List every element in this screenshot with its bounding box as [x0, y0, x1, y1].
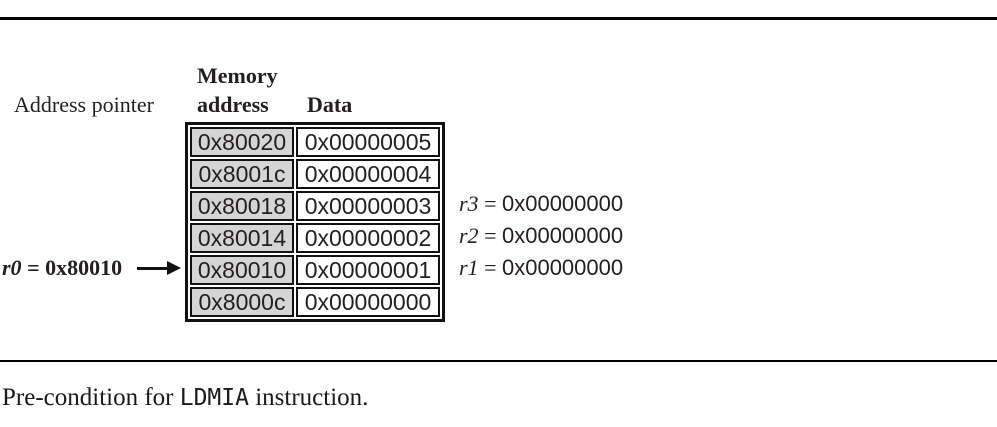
memory-address-cell: 0x8001c [190, 159, 294, 189]
memory-table: 0x80020 0x00000005 0x8001c 0x00000004 0x… [185, 122, 445, 322]
memory-address-cell: 0x80014 [190, 223, 294, 253]
register-readout: r3 = 0x00000000 [459, 190, 623, 218]
memory-header-line2: address [197, 92, 269, 117]
register-value: 0x00000000 [501, 255, 624, 280]
memory-data-cell: 0x00000003 [296, 191, 440, 221]
register-name: r3 [459, 191, 479, 216]
table-row: 0x80014 0x00000002 [190, 223, 440, 253]
equals-sign: = [478, 255, 502, 280]
register-value: 0x00000000 [501, 191, 624, 216]
table-row: 0x8000c 0x00000000 [190, 287, 440, 317]
caption-suffix: instruction. [248, 384, 369, 411]
equals-sign: = [478, 223, 502, 248]
register-value: 0x00000000 [501, 223, 624, 248]
table-row: 0x8001c 0x00000004 [190, 159, 440, 189]
table-row: 0x80018 0x00000003 [190, 191, 440, 221]
top-rule [0, 17, 997, 20]
r0-pointer-label: r0 = 0x80010 [2, 254, 122, 282]
caption-prefix: Pre-condition for [2, 384, 180, 411]
arrow-head [167, 261, 181, 275]
memory-data-cell: 0x00000004 [296, 159, 440, 189]
memory-address-cell: 0x80010 [190, 255, 294, 285]
register-name: r0 [2, 255, 22, 280]
register-name: r1 [459, 255, 479, 280]
memory-address-cell: 0x80018 [190, 191, 294, 221]
arrow-right-icon [137, 261, 181, 275]
bottom-rule [0, 360, 997, 362]
table-row: 0x80020 0x00000005 [190, 127, 440, 157]
register-name: r2 [459, 223, 479, 248]
address-pointer-label: Address pointer [14, 92, 154, 117]
equals-sign: = [478, 191, 502, 216]
memory-data-cell: 0x00000000 [296, 287, 440, 317]
ldmia-code: LDMIA [179, 385, 249, 411]
arrow-shaft [137, 267, 169, 270]
register-readout: r1 = 0x00000000 [459, 254, 623, 282]
register-readout: r2 = 0x00000000 [459, 222, 623, 250]
figure-caption: Pre-condition for LDMIA instruction. [2, 383, 368, 413]
memory-header-line1: Memory [197, 63, 278, 88]
r0-pointer-value: = 0x80010 [21, 255, 123, 280]
memory-address-cell: 0x80020 [190, 127, 294, 157]
memory-data-cell: 0x00000005 [296, 127, 440, 157]
memory-data-cell: 0x00000002 [296, 223, 440, 253]
memory-address-cell: 0x8000c [190, 287, 294, 317]
table-row: 0x80010 0x00000001 [190, 255, 440, 285]
data-header: Data [307, 92, 353, 117]
memory-data-cell: 0x00000001 [296, 255, 440, 285]
